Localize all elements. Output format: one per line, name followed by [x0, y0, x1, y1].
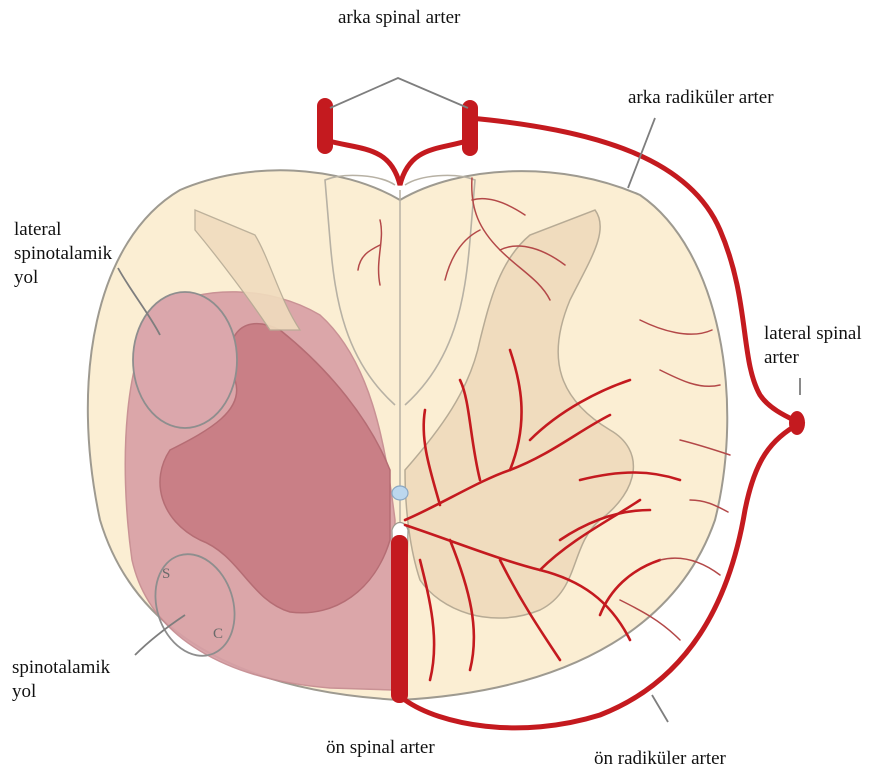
lateral-spinal-artery-dot	[789, 411, 805, 435]
label-posterior-radicular-artery: arka radiküler arter	[628, 86, 774, 110]
label-lateral-spinal-artery: lateral spinal arter	[764, 322, 862, 370]
leader-anterior-radicular	[652, 695, 668, 722]
anterior-spinal-artery	[391, 535, 408, 703]
label-posterior-spinal-artery: arka spinal arter	[338, 6, 460, 30]
label-anterior-spinal-artery: ön spinal arter	[326, 736, 435, 760]
lateral-spinothalamic-oval	[133, 292, 237, 428]
label-spinothalamic-tract: spinotalamik yol	[12, 656, 110, 704]
posterior-spinal-artery-left	[317, 98, 333, 154]
posterior-spinal-artery-right	[462, 100, 478, 156]
label-lateral-spinothalamic-tract: lateral spinotalamik yol	[14, 218, 112, 290]
marker-cervical: C	[213, 622, 223, 646]
central-canal	[392, 486, 408, 500]
leader-posterior-spinal	[330, 78, 468, 108]
marker-sacral: S	[162, 562, 170, 586]
label-anterior-radicular-artery: ön radiküler arter	[594, 747, 726, 771]
